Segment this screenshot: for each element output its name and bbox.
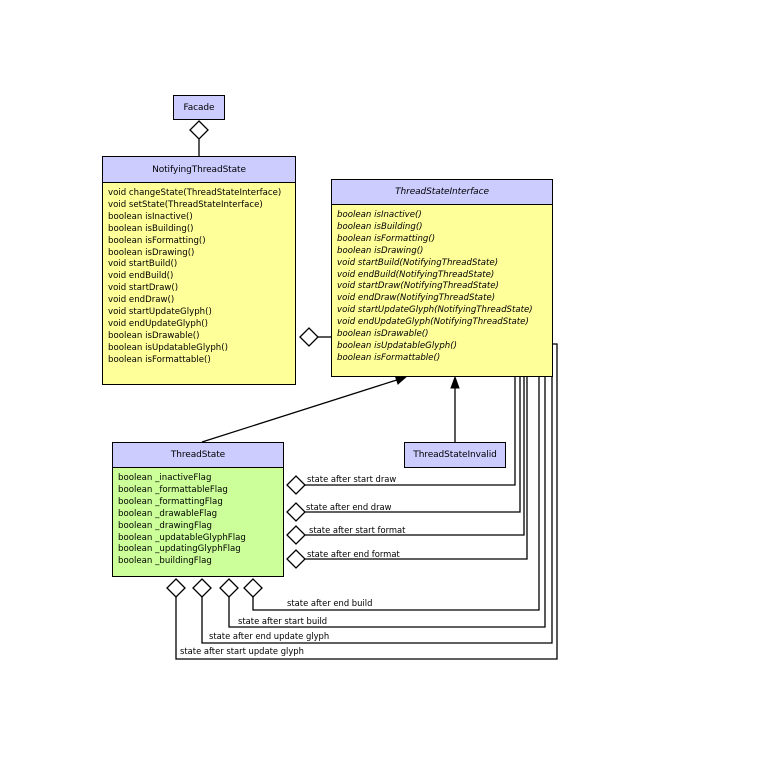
end-format-diamond bbox=[286, 549, 306, 569]
start-draw-line bbox=[304, 376, 516, 486]
label-state-after-end-update-glyph: state after end update glyph bbox=[209, 631, 330, 641]
class-notifying-thread-state-name: NotifyingThreadState bbox=[103, 157, 295, 183]
method-row: boolean isBuilding() bbox=[108, 223, 194, 234]
method-row: boolean isFormattable() bbox=[337, 352, 441, 363]
field-row: boolean _drawableFlag bbox=[118, 508, 218, 519]
method-row: boolean isInactive() bbox=[108, 211, 193, 222]
class-thread-state-name: ThreadState bbox=[113, 443, 283, 468]
method-row: void endDraw(NotifyingThreadState) bbox=[337, 293, 496, 304]
class-facade[interactable]: Facade bbox=[173, 95, 225, 120]
start-format-line bbox=[304, 376, 525, 536]
label-state-after-end-build: state after end build bbox=[287, 598, 373, 608]
class-thread-state-interface-name: ThreadStateInterface bbox=[332, 180, 552, 205]
method-row: void endBuild() bbox=[108, 271, 174, 282]
realization-line bbox=[201, 377, 404, 443]
start-draw-diamond bbox=[286, 475, 306, 495]
end-update-glyph-line bbox=[201, 344, 553, 644]
method-row: void setState(ThreadStateInterface) bbox=[108, 199, 263, 210]
class-thread-state-interface[interactable]: ThreadStateInterface boolean isInactive(… bbox=[331, 179, 553, 377]
method-row: boolean isFormatting() bbox=[108, 235, 206, 246]
invalid-realization-arrowhead bbox=[450, 375, 460, 389]
end-build-line bbox=[252, 376, 540, 611]
method-row: boolean isFormatting() bbox=[337, 233, 436, 244]
label-state-after-end-format: state after end format bbox=[307, 549, 400, 559]
start-update-glyph-line bbox=[175, 343, 558, 660]
facade-aggregation-diamond bbox=[189, 120, 209, 140]
class-thread-state-invalid-name: ThreadStateInvalid bbox=[413, 450, 497, 460]
end-format-line bbox=[304, 376, 528, 560]
class-thread-state-invalid[interactable]: ThreadStateInvalid bbox=[404, 442, 506, 468]
method-row: void startBuild() bbox=[108, 259, 178, 270]
method-row: void endUpdateGlyph() bbox=[108, 318, 208, 329]
start-format-diamond bbox=[286, 525, 306, 545]
method-row: void startDraw() bbox=[108, 283, 179, 294]
end-draw-line bbox=[304, 376, 521, 513]
class-facade-name: Facade bbox=[183, 102, 215, 113]
method-row: void startUpdateGlyph() bbox=[108, 307, 212, 318]
start-build-diamond bbox=[219, 578, 239, 598]
start-build-line bbox=[228, 376, 546, 628]
label-state-after-start-update-glyph: state after start update glyph bbox=[180, 646, 304, 656]
field-row: boolean _updatingGlyphFlag bbox=[118, 544, 241, 555]
field-row: boolean _inactiveFlag bbox=[118, 473, 212, 483]
method-row: void endDraw() bbox=[108, 295, 175, 306]
class-notifying-thread-state[interactable]: NotifyingThreadState void changeState(Th… bbox=[102, 156, 296, 385]
start-update-glyph-diamond bbox=[166, 578, 186, 598]
end-build-diamond bbox=[243, 578, 263, 598]
label-state-after-start-draw: state after start draw bbox=[307, 474, 397, 484]
method-row: void startBuild(NotifyingThreadState) bbox=[337, 257, 499, 268]
end-update-glyph-diamond bbox=[192, 578, 212, 598]
field-row: boolean _buildingFlag bbox=[118, 556, 212, 567]
field-row: boolean _formattableFlag bbox=[118, 484, 228, 495]
method-row: boolean isFormattable() bbox=[108, 354, 211, 365]
field-row: boolean _formattingFlag bbox=[118, 496, 223, 507]
method-row: void endBuild(NotifyingThreadState) bbox=[337, 269, 495, 280]
method-row: boolean isDrawing() bbox=[337, 245, 424, 256]
end-draw-diamond bbox=[286, 502, 306, 522]
label-state-after-start-format: state after start format bbox=[309, 525, 406, 535]
method-row: boolean isBuilding() bbox=[337, 221, 423, 232]
method-row: void startUpdateGlyph(NotifyingThreadSta… bbox=[337, 305, 533, 316]
method-row: void startDraw(NotifyingThreadState) bbox=[337, 281, 499, 292]
method-row: boolean isDrawing() bbox=[108, 247, 195, 258]
label-state-after-end-draw: state after end draw bbox=[306, 502, 392, 512]
class-thread-state-interface-methods: boolean isInactive()boolean isBuilding()… bbox=[332, 205, 552, 365]
method-row: boolean isInactive() bbox=[337, 210, 422, 220]
method-row: void endUpdateGlyph(NotifyingThreadState… bbox=[337, 317, 529, 328]
method-row: boolean isUpdatableGlyph() bbox=[108, 342, 228, 353]
label-state-after-start-build: state after start build bbox=[238, 616, 328, 626]
field-row: boolean _updatableGlyphFlag bbox=[118, 532, 246, 543]
method-row: boolean isUpdatableGlyph() bbox=[337, 340, 457, 351]
notifying-aggregation-diamond bbox=[299, 327, 319, 347]
method-row: boolean isDrawable() bbox=[108, 330, 200, 341]
method-row: boolean isDrawable() bbox=[337, 329, 429, 340]
method-row: void changeState(ThreadStateInterface) bbox=[108, 188, 282, 198]
class-notifying-thread-state-methods: void changeState(ThreadStateInterface)vo… bbox=[103, 183, 295, 367]
field-row: boolean _drawingFlag bbox=[118, 520, 213, 531]
